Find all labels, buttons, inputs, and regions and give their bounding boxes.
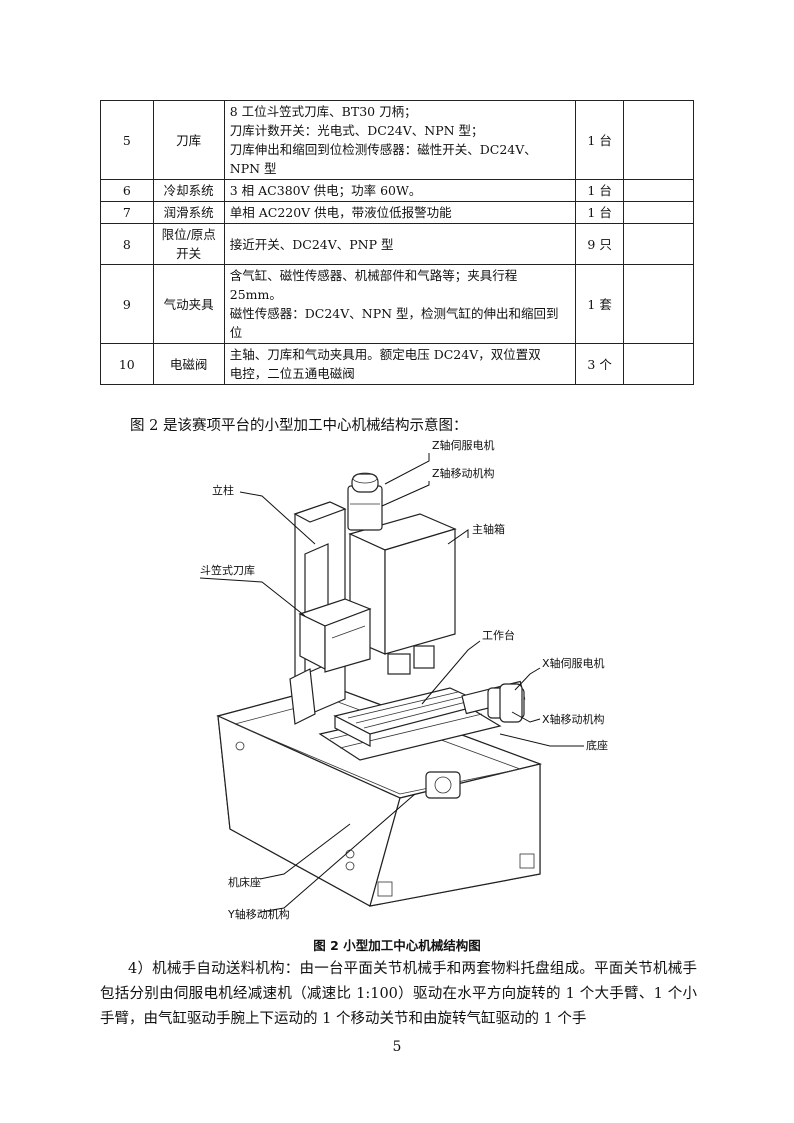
label-base: 底座 [586,738,608,752]
cell-quantity: 9 只 [575,223,624,265]
cell-description: 3 相 AC380V 供电；功率 60W。 [223,179,577,202]
cell-number: 9 [100,264,154,344]
description-line: 主轴、刀库和气动夹具用。额定电压 DC24V，双位置双 [229,347,541,362]
cell-name: 限位/原点开关 [152,223,225,265]
cell-description: 接近开关、DC24V、PNP 型 [223,223,577,265]
cell-name: 冷却系统 [152,179,225,202]
cell-note [622,264,695,344]
figure-intro-text: 图 2 是该赛项平台的小型加工中心机械结构示意图： [130,418,468,434]
x-axis-drive-drawing [461,680,526,723]
label-worktable: 工作台 [482,628,515,642]
label-z-servo-motor: Z轴伺服电机 [432,438,495,452]
cell-note [622,343,695,385]
page-number: 5 [392,1039,402,1055]
label-machine-bed: 机床座 [228,875,261,889]
cell-number: 7 [100,201,154,224]
cell-description: 8 工位斗笠式刀库、BT30 刀柄； 刀库计数开关：光电式、DC24V、NPN 型… [223,100,577,180]
cell-quantity: 1 台 [575,201,624,224]
label-y-axis-mechanism: Y轴移动机构 [227,907,290,921]
tool-magazine-drawing [298,598,372,673]
label-spindle-box: 主轴箱 [472,522,505,536]
label-column: 立柱 [212,483,234,497]
figure-caption: 图 2 小型加工中心机械结构图 [313,938,481,953]
cell-number: 8 [100,223,154,265]
body-paragraph: 4）机械手自动送料机构：由一台平面关节机械手和两套物料托盘组成。平面关节机械手包… [100,957,697,1032]
description-line: 8 工位斗笠式刀库、BT30 刀柄； [229,104,417,119]
worktable-drawing [333,687,487,747]
cell-number: 10 [100,343,154,385]
description-line: 磁性传感器：DC24V、NPN 型，检测气缸的伸出和缩回到 [229,306,559,321]
cell-description: 含气缸、磁性传感器、机械部件和气路等；夹具行程 25mm。磁性传感器：DC24V、… [223,264,577,344]
cell-name: 润滑系统 [152,201,225,224]
cell-name: 电磁阀 [152,343,225,385]
cell-quantity: 3 个 [575,343,624,385]
cell-note [622,223,695,265]
cell-number: 5 [100,100,154,180]
description-line: 单相 AC220V 供电，带液位低报警功能 [229,205,452,220]
cell-description: 单相 AC220V 供电，带液位低报警功能 [223,201,577,224]
cell-quantity: 1 台 [575,179,624,202]
description-line: 电控，二位五通电磁阀 [229,366,355,381]
description-line: 位 [229,325,243,340]
label-x-axis-mechanism: X轴移动机构 [542,712,605,726]
label-tool-magazine: 斗笠式刀库 [200,563,255,577]
cell-name: 气动夹具 [152,264,225,344]
description-line: 25mm。 [229,287,282,302]
label-x-servo-motor: X轴伺服电机 [542,656,605,670]
cell-note [622,179,695,202]
cell-quantity: 1 套 [575,264,624,344]
description-line: 刀库伸出和缩回到位检测传感器：磁性开关、DC24V、 [229,142,537,157]
cell-number: 6 [100,179,154,202]
z-servo-motor-drawing [347,472,383,531]
cell-name: 刀库 [152,100,225,180]
cell-note [622,201,695,224]
cell-quantity: 1 台 [575,100,624,180]
cell-description: 主轴、刀库和气动夹具用。额定电压 DC24V，双位置双电控，二位五通电磁阀 [223,343,577,385]
description-line: NPN 型 [229,161,277,176]
description-line: 3 相 AC380V 供电；功率 60W。 [229,183,422,198]
callout-leaders [200,453,584,913]
description-line: 接近开关、DC24V、PNP 型 [229,236,394,252]
machining-center-diagram: Z轴伺服电机 Z轴移动机构 立柱 主轴箱 斗笠式刀库 工作台 X轴伺服电机 X轴… [200,438,608,921]
label-z-axis-mechanism: Z轴移动机构 [432,466,495,480]
paragraph-text: 4）机械手自动送料机构：由一台平面关节机械手和两套物料托盘组成。平面关节机械手包… [100,961,697,1027]
description-line: 含气缸、磁性传感器、机械部件和气路等；夹具行程 [229,268,518,283]
cell-note [622,100,695,180]
description-line: 刀库计数开关：光电式、DC24V、NPN 型； [229,123,484,138]
